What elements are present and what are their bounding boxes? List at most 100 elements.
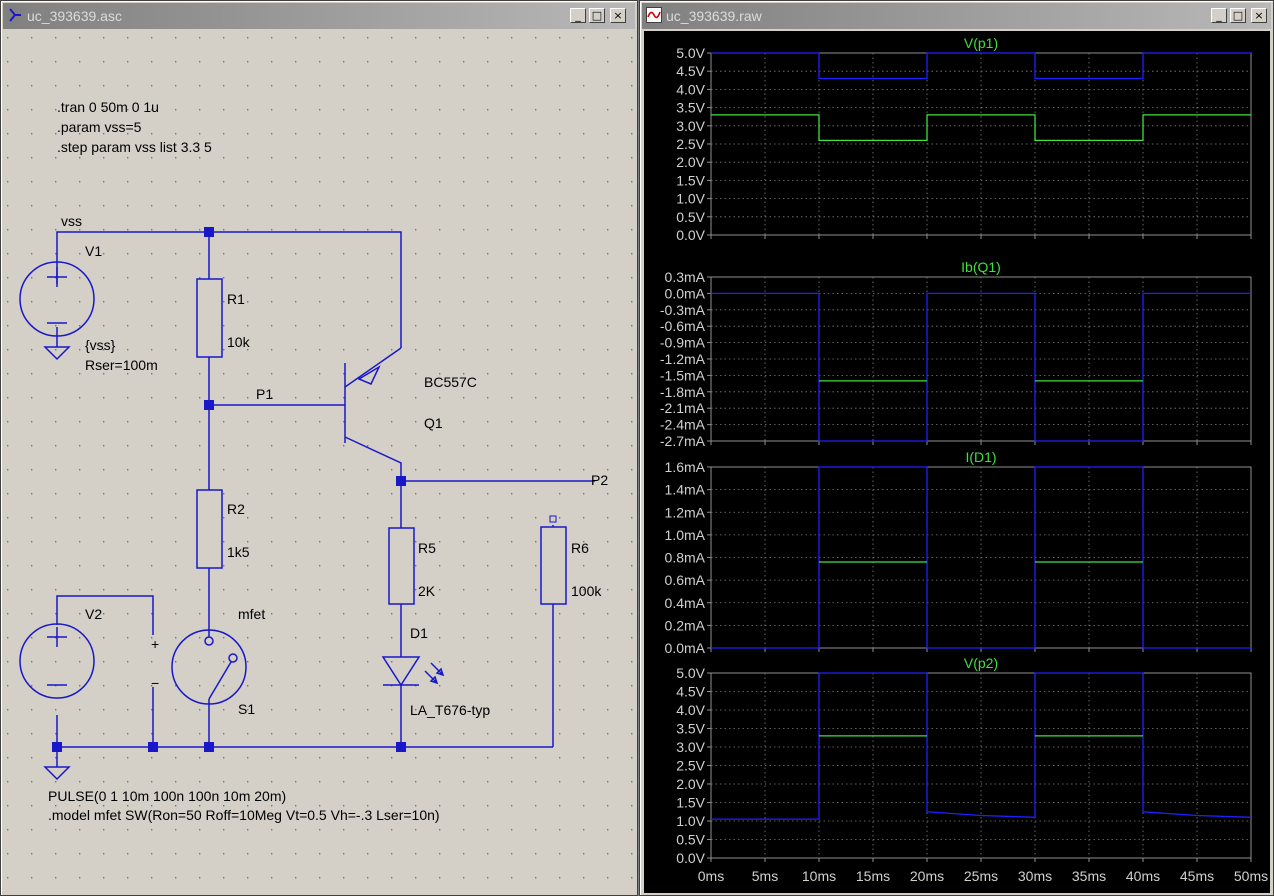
trace-blue	[711, 466, 1251, 649]
x-tick-label: 20ms	[910, 868, 944, 884]
trace-blue	[711, 292, 1251, 442]
waveform-plot-area[interactable]: V(p1)5.0V4.5V4.0V3.5V3.0V2.5V2.0V1.5V1.0…	[644, 31, 1270, 893]
minimize-button[interactable]: _	[1211, 8, 1227, 23]
schematic-icon	[9, 8, 21, 22]
y-tick-label: 2.5V	[676, 136, 705, 152]
y-tick-label: -2.1mA	[660, 400, 706, 416]
voltage-source-icon[interactable]	[19, 261, 95, 337]
r5-name-label: R5	[418, 540, 436, 556]
trace-blue	[711, 52, 1251, 80]
schematic-title: uc_393639.asc	[27, 8, 122, 24]
schematic-titlebar[interactable]: uc_393639.asc _ □ ×	[3, 3, 635, 29]
y-tick-label: 3.0V	[676, 118, 705, 134]
pulse-spec: PULSE(0 1 10m 100n 100n 10m 20m)	[48, 788, 286, 804]
y-tick-label: 0.8mA	[665, 550, 706, 566]
x-tick-label: 10ms	[802, 868, 836, 884]
q1-model-label: BC557C	[424, 374, 477, 390]
schematic-window[interactable]: uc_393639.asc _ □ × .tran 0 50m 0 1u .pa…	[0, 0, 638, 896]
y-tick-label: 0.0mA	[665, 285, 706, 301]
maximize-button[interactable]: □	[589, 8, 605, 23]
x-tick-label: 45ms	[1180, 868, 1214, 884]
resistor-icon[interactable]	[196, 278, 567, 605]
y-tick-label: 1.0V	[676, 813, 705, 829]
y-tick-label: 1.4mA	[665, 482, 706, 498]
waveform-icon	[646, 7, 662, 23]
close-button[interactable]: ×	[610, 8, 626, 23]
y-tick-label: 0.0V	[676, 850, 705, 866]
y-tick-label: 0.5V	[676, 832, 705, 848]
y-tick-label: 4.0V	[676, 702, 705, 718]
y-tick-label: 2.5V	[676, 758, 705, 774]
y-tick-label: 0.0V	[676, 227, 705, 243]
directive-step: .step param vss list 3.3 5	[57, 139, 212, 155]
plot-title: V(p1)	[964, 35, 998, 51]
r6-name-label: R6	[571, 540, 589, 556]
r6-value-label: 100k	[571, 583, 602, 599]
y-tick-label: 0.3mA	[665, 269, 706, 285]
y-tick-label: 0.2mA	[665, 617, 706, 633]
ground-icon	[43, 346, 71, 781]
x-tick-label: 0ms	[698, 868, 724, 884]
plot-title: Ib(Q1)	[961, 259, 1001, 275]
y-tick-label: 4.5V	[676, 684, 705, 700]
y-tick-label: 0.6mA	[665, 572, 706, 588]
x-tick-label: 15ms	[856, 868, 890, 884]
net-label-p1: P1	[256, 386, 273, 402]
y-tick-label: -2.7mA	[660, 433, 706, 449]
junctions	[52, 227, 557, 752]
y-tick-label: 5.0V	[676, 45, 705, 61]
y-tick-label: 0.4mA	[665, 595, 706, 611]
y-tick-label: 5.0V	[676, 665, 705, 681]
x-tick-label: 25ms	[964, 868, 998, 884]
y-tick-label: -1.8mA	[660, 384, 706, 400]
y-tick-label: -0.3mA	[660, 302, 706, 318]
y-tick-label: 1.0V	[676, 191, 705, 207]
plot-title: V(p2)	[964, 655, 998, 671]
y-tick-label: 1.5V	[676, 172, 705, 188]
y-tick-label: -2.4mA	[660, 417, 706, 433]
r2-name-label: R2	[227, 501, 245, 517]
waveform-pane-0[interactable]: V(p1)5.0V4.5V4.0V3.5V3.0V2.5V2.0V1.5V1.0…	[676, 35, 1252, 243]
wires	[56, 231, 595, 767]
v2-name-label: V2	[85, 606, 102, 622]
y-tick-label: -1.2mA	[660, 351, 706, 367]
waveform-title: uc_393639.raw	[666, 8, 762, 24]
x-tick-label: 35ms	[1072, 868, 1106, 884]
r1-name-label: R1	[227, 291, 245, 307]
minimize-button[interactable]: _	[570, 8, 586, 23]
close-button[interactable]: ×	[1251, 8, 1267, 23]
y-tick-label: 1.6mA	[665, 459, 706, 475]
waveform-pane-1[interactable]: Ib(Q1)0.3mA0.0mA-0.3mA-0.6mA-0.9mA-1.2mA…	[660, 259, 1252, 449]
s1-plus-label: +	[151, 636, 159, 652]
directive-param: .param vss=5	[57, 119, 142, 135]
s1-name-label: S1	[238, 701, 255, 717]
x-tick-label: 40ms	[1126, 868, 1160, 884]
x-tick-label: 50ms	[1234, 868, 1268, 884]
schematic-canvas[interactable]: .tran 0 50m 0 1u .param vss=5 .step para…	[5, 31, 635, 893]
r2-value-label: 1k5	[227, 544, 250, 560]
v1-name-label: V1	[85, 243, 102, 259]
y-tick-label: -0.9mA	[660, 335, 706, 351]
v1-value-label: {vss}	[85, 337, 116, 353]
s1-minus-label: −	[151, 675, 159, 691]
d1-model-label: LA_T676-typ	[410, 702, 490, 718]
s1-model-label: mfet	[238, 606, 265, 622]
waveform-pane-3[interactable]: V(p2)5.0V4.5V4.0V3.5V3.0V2.5V2.0V1.5V1.0…	[676, 655, 1252, 866]
switch-icon[interactable]	[171, 629, 247, 705]
waveform-titlebar[interactable]: uc_393639.raw _ □ ×	[642, 3, 1271, 29]
y-tick-label: 1.0mA	[665, 527, 706, 543]
y-tick-label: 1.5V	[676, 795, 705, 811]
waveform-pane-2[interactable]: I(D1)1.6mA1.4mA1.2mA1.0mA0.8mA0.6mA0.4mA…	[665, 449, 1252, 656]
y-tick-label: 3.5V	[676, 721, 705, 737]
y-tick-label: 3.0V	[676, 739, 705, 755]
transistor-icon[interactable]	[344, 347, 402, 443]
voltage-source-icon[interactable]	[19, 623, 95, 699]
x-tick-label: 5ms	[752, 868, 778, 884]
trace-green	[711, 114, 1251, 142]
q1-name-label: Q1	[424, 415, 443, 431]
net-label-p2: P2	[591, 472, 608, 488]
y-tick-label: 0.5V	[676, 209, 705, 225]
led-icon[interactable]	[381, 656, 445, 687]
waveform-window[interactable]: uc_393639.raw _ □ × V(p1) 5.0V 4.5V 4.0V 3.5…	[639, 0, 1274, 896]
maximize-button[interactable]: □	[1230, 8, 1246, 23]
